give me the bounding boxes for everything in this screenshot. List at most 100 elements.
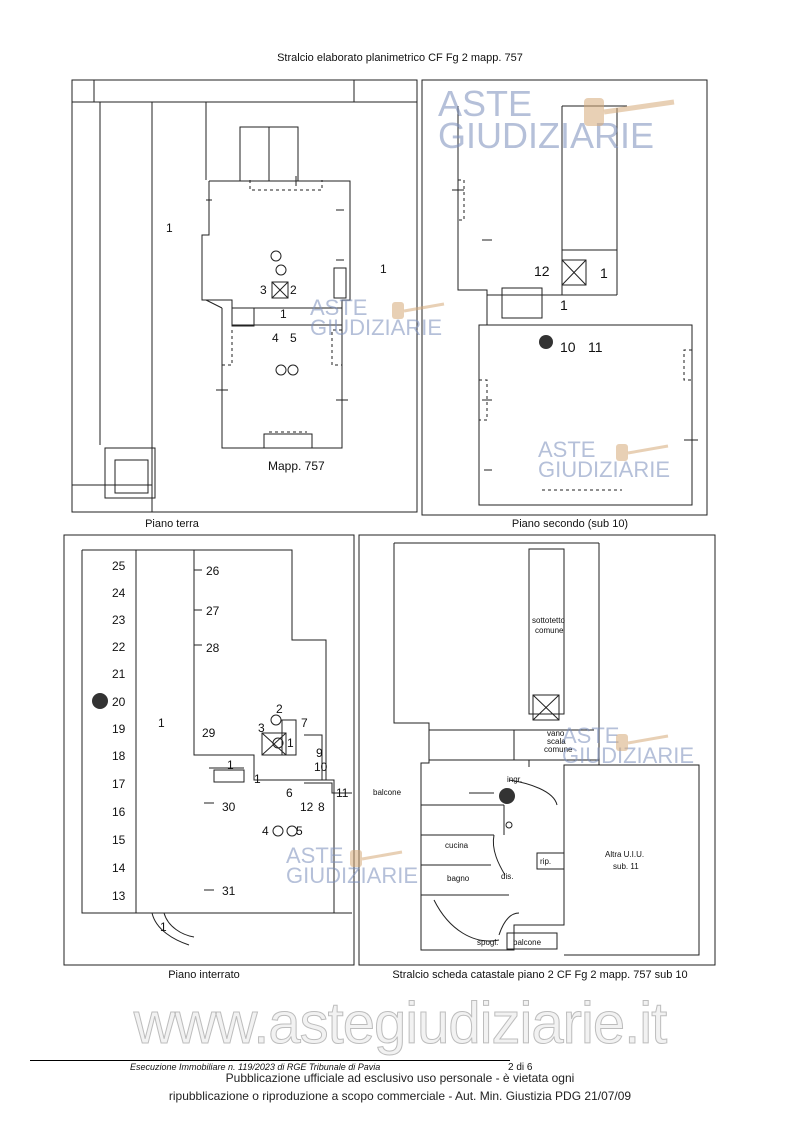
floorplan-drawing: 1 1 3 2 1 4 5 Mapp. 757	[71, 79, 418, 513]
watermark-line1: ASTE	[310, 295, 368, 320]
watermark-logo-top: ASTE GIUDIZIARIE	[438, 83, 655, 157]
label-balcone-left: balcone	[373, 788, 402, 797]
label-30: 30	[222, 800, 236, 814]
label-1-stair: 1	[287, 736, 294, 750]
watermark-line2: GIUDIZIARIE	[310, 314, 443, 340]
label-bagno: bagno	[447, 874, 470, 883]
label-1b: 1	[254, 772, 261, 786]
publication-notice-line1: Pubblicazione ufficiale ad esclusivo uso…	[225, 1071, 575, 1085]
gavel-icon	[584, 98, 675, 126]
label-4: 4	[262, 824, 269, 838]
footer-reference: Esecuzione Immobiliare n. 119/2023 di RG…	[130, 1062, 381, 1072]
label-21: 21	[112, 667, 126, 681]
plan-piano-terra: 1 1 3 2 1 4 5 Mapp. 757	[71, 79, 418, 513]
label-25: 25	[112, 559, 126, 573]
label-balcone-bottom: balcone	[513, 938, 542, 947]
label-spogliatoio: spogl.	[477, 938, 498, 947]
page-title: Stralcio elaborato planimetrico CF Fg 2 …	[277, 52, 523, 64]
floorplan-drawing-secondo: 12 1 1 10 11	[421, 79, 708, 516]
page-number: 2 di 6	[508, 1062, 533, 1073]
label-2: 2	[290, 283, 297, 297]
label-26: 26	[206, 564, 220, 578]
label-28: 28	[206, 641, 220, 655]
watermark-line2: GIUDIZIARIE	[286, 862, 419, 888]
plan-scheda-catastale: sottotetto comune vano scala comune balc…	[358, 534, 716, 966]
plan-piano-interrato: 25 24 23 22 21 20 19 18 17 16 15 14 13 2…	[63, 534, 355, 966]
watermark-line1: ASTE	[562, 723, 620, 748]
watermark-logo-secondo: ASTE GIUDIZIARIE	[538, 439, 671, 482]
label-15: 15	[112, 833, 126, 847]
label-altra-uiu: Altra U.I.U.	[605, 850, 644, 859]
label-31: 31	[222, 884, 236, 898]
label-1: 1	[280, 307, 287, 321]
watermark-line2: GIUDIZIARIE	[562, 742, 695, 768]
label-12: 12	[534, 263, 550, 279]
label-area-1-left: 1	[166, 221, 173, 235]
label-17: 17	[112, 777, 126, 791]
label-ingresso: ingr.	[507, 775, 522, 784]
label-3: 3	[258, 721, 265, 735]
floorplan-drawing-interrato: 25 24 23 22 21 20 19 18 17 16 15 14 13 2…	[63, 534, 355, 966]
label-14: 14	[112, 861, 126, 875]
label-11: 11	[336, 786, 349, 800]
label-mapp: Mapp. 757	[268, 459, 325, 473]
label-10: 10	[560, 339, 576, 355]
label-1b: 1	[560, 297, 568, 313]
label-vano-comune: comune	[544, 745, 573, 754]
watermark-line1: ASTE	[286, 843, 344, 868]
label-5: 5	[290, 331, 297, 345]
caption-scheda-catastale: Stralcio scheda catastale piano 2 CF Fg …	[392, 969, 688, 981]
label-ripostiglio: rip.	[540, 857, 551, 866]
label-area-1-right: 1	[380, 262, 387, 276]
label-7: 7	[301, 716, 308, 730]
label-22: 22	[112, 640, 126, 654]
floorplan-drawing-scheda: sottotetto comune vano scala comune balc…	[358, 534, 716, 966]
label-5: 5	[296, 824, 303, 838]
caption-piano-terra: Piano terra	[145, 518, 199, 530]
label-sottotetto-comune: comune	[535, 626, 564, 635]
label-2: 2	[276, 702, 283, 716]
watermark-line1: ASTE	[438, 83, 533, 124]
label-cucina: cucina	[445, 841, 469, 850]
label-19: 19	[112, 722, 126, 736]
watermark-website: www.astegiudiziarie.it	[133, 991, 667, 1057]
label-24: 24	[112, 586, 126, 600]
label-4: 4	[272, 331, 279, 345]
label-8: 8	[318, 800, 325, 814]
label-13: 13	[112, 889, 126, 903]
label-9: 9	[316, 746, 323, 760]
label-27: 27	[206, 604, 220, 618]
gavel-icon	[350, 850, 403, 867]
label-1-ramp: 1	[160, 920, 167, 934]
label-20: 20	[112, 695, 126, 709]
label-sottotetto: sottotetto	[532, 616, 565, 625]
label-11: 11	[588, 339, 603, 355]
label-1-center: 1	[158, 716, 165, 730]
label-sub-11: sub. 11	[613, 862, 639, 871]
watermark-logo-scheda: ASTE GIUDIZIARIE	[562, 723, 695, 768]
label-6: 6	[286, 786, 293, 800]
watermark-line2: GIUDIZIARIE	[538, 456, 671, 482]
label-3: 3	[260, 283, 267, 297]
label-23: 23	[112, 613, 126, 627]
plan-piano-secondo: 12 1 1 10 11	[421, 79, 708, 516]
label-scala: scala	[547, 737, 566, 746]
footer-divider	[30, 1060, 510, 1061]
watermark-line2: GIUDIZIARIE	[438, 115, 655, 157]
caption-piano-secondo: Piano secondo (sub 10)	[511, 518, 629, 530]
label-18: 18	[112, 749, 126, 763]
label-10: 10	[314, 760, 328, 774]
label-vano: vano	[547, 729, 565, 738]
watermark-logo-terra: ASTE GIUDIZIARIE	[310, 295, 443, 340]
gavel-icon	[616, 734, 669, 751]
label-1a: 1	[227, 758, 234, 772]
caption-piano-interrato: Piano interrato	[168, 969, 240, 981]
label-16: 16	[112, 805, 126, 819]
label-12: 12	[300, 800, 314, 814]
label-29: 29	[202, 726, 216, 740]
gavel-icon	[616, 444, 669, 461]
watermark-logo-interrato: ASTE GIUDIZIARIE	[286, 843, 419, 888]
label-disimpegno: dis.	[501, 872, 513, 881]
gavel-icon	[392, 302, 445, 319]
publication-notice-line2: ripubblicazione o riproduzione a scopo c…	[168, 1089, 632, 1103]
